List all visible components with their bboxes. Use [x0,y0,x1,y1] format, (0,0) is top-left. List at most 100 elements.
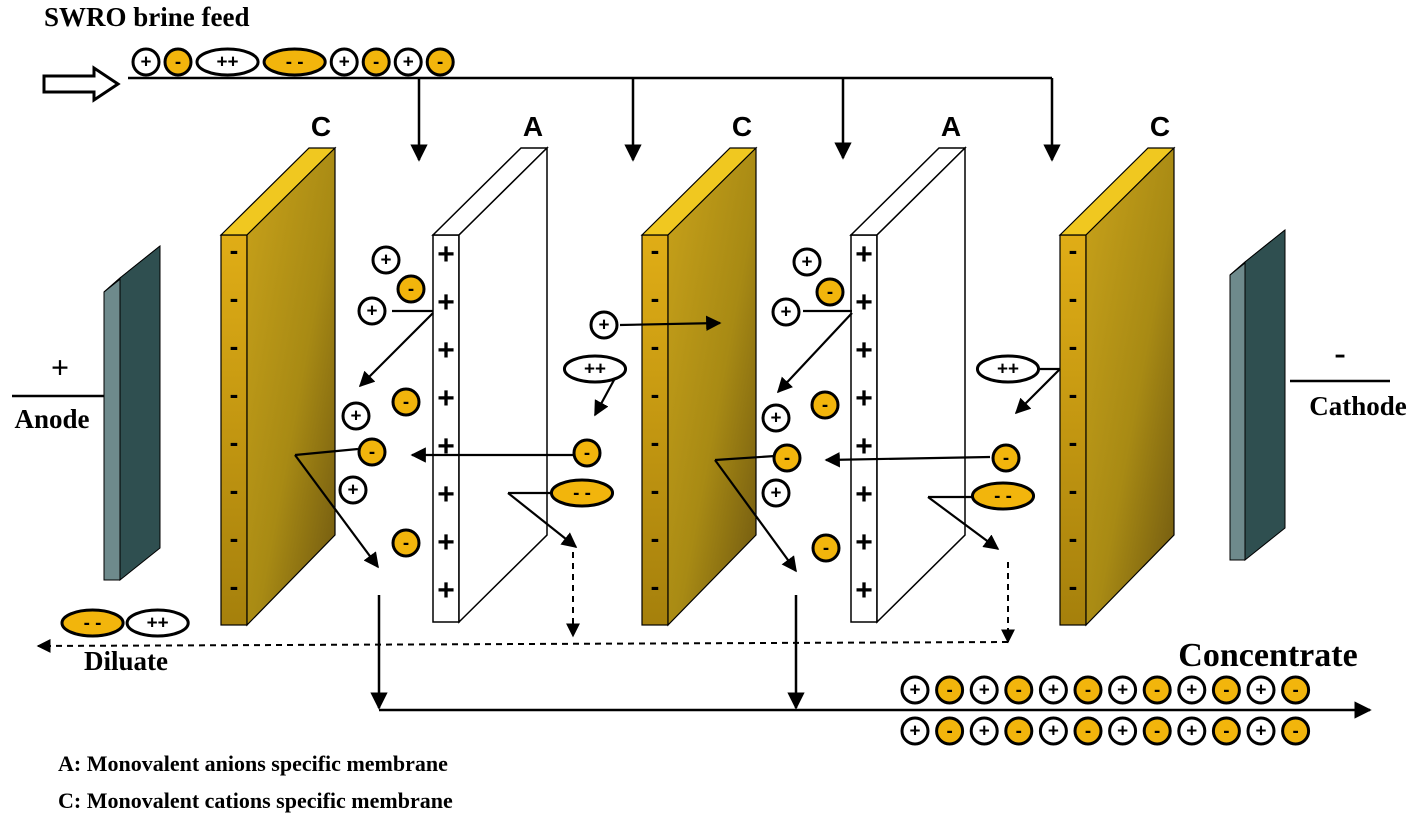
divalent-cation-ion: ++ [975,354,1041,384]
cation-exchange-membrane: -------- [1058,146,1176,627]
membrane-stack: --------C++++++++A--------C++++++++A----… [219,111,1176,627]
cation-ion: + [393,47,423,77]
anion-ion: - [935,716,965,746]
cation-ion: + [761,403,791,433]
svg-text:-: - [946,678,952,699]
membrane-negative-sign: - [230,523,239,553]
cation-ion: + [341,401,371,431]
cation-ion: + [589,310,619,340]
membrane-negative-sign: - [1069,523,1078,553]
membrane-positive-sign: + [437,286,455,319]
svg-text:- -: - - [573,481,591,502]
divalent-cation-ion: ++ [195,47,260,77]
cation-ion: + [131,47,161,77]
membrane-a-label: A [523,111,543,142]
cation-ion: + [329,47,359,77]
svg-text:-: - [403,531,409,552]
anion-ion: - [772,443,802,473]
anion-ion: - [1142,716,1172,746]
cathode-electrode [1229,228,1286,562]
cation-ion: + [1177,675,1207,705]
membrane-negative-sign: - [1069,475,1078,505]
svg-text:+: + [403,50,414,71]
anion-ion: - [163,47,193,77]
membrane-positive-sign: + [437,238,455,271]
membrane-positive-sign: + [855,430,873,463]
legend-cation-membrane: C: Monovalent cations specific membrane [58,788,453,813]
cation-ion: + [900,716,930,746]
svg-text:- -: - - [994,484,1012,505]
anion-ion: - [815,277,845,307]
anion-ion: - [391,528,421,558]
svg-text:+: + [1117,678,1128,699]
anion-ion: - [361,47,391,77]
svg-text:+: + [598,313,609,334]
anion-ion: - [1211,675,1241,705]
divalent-cation-ion: ++ [562,354,628,384]
compartment-ions: +-+-+-+-+++-- -+-+-+-+-++-- - [338,245,1041,563]
svg-text:+: + [366,299,377,320]
svg-text:-: - [1223,719,1229,740]
cation-ion: + [792,247,822,277]
anode-sign: + [51,349,69,385]
cation-ion: + [357,296,387,326]
anion-ion: - [810,390,840,420]
cation-ion: + [1038,716,1068,746]
membrane-positive-sign: + [855,478,873,511]
svg-text:+: + [909,719,920,740]
membrane-positive-sign: + [855,382,873,415]
anion-ion: - [1004,675,1034,705]
svg-text:-: - [403,390,409,411]
cation-ion: + [338,475,368,505]
svg-text:+: + [347,478,358,499]
membrane-negative-sign: - [230,283,239,313]
membrane-a-label: A [941,111,961,142]
cation-ion: + [1108,675,1138,705]
diluate-flow [36,552,1015,653]
anion-ion: - [357,437,387,467]
svg-text:-: - [823,536,829,557]
membrane-positive-sign: + [855,574,873,607]
membrane-negative-sign: - [230,331,239,361]
svg-text:+: + [1186,719,1197,740]
divalent-anion-ion: - - [262,47,327,77]
svg-text:-: - [822,393,828,414]
membrane-positive-sign: + [855,526,873,559]
cation-ion: + [1108,716,1138,746]
cation-ion: + [771,297,801,327]
svg-text:-: - [784,446,790,467]
membrane-negative-sign: - [651,379,660,409]
anion-ion: - [572,438,602,468]
svg-text:- -: - - [84,611,102,632]
cation-ion: + [1246,716,1276,746]
anode-electrode [103,244,161,582]
membrane-negative-sign: - [651,475,660,505]
svg-text:+: + [1048,678,1059,699]
membrane-positive-sign: + [855,286,873,319]
diluate-ions-row: - -++ [60,608,190,638]
cation-ion: + [371,245,401,275]
membrane-positive-sign: + [437,382,455,415]
svg-text:+: + [339,50,350,71]
divalent-anion-ion: - - [60,608,125,638]
membrane-negative-sign: - [230,379,239,409]
anion-exchange-membrane: ++++++++ [431,146,549,624]
cation-ion: + [1038,675,1068,705]
svg-text:++: ++ [584,357,606,378]
membrane-positive-sign: + [437,526,455,559]
membrane-negative-sign: - [230,571,239,601]
svg-text:-: - [1016,719,1022,740]
membrane-negative-sign: - [1069,379,1078,409]
cathode-label: Cathode [1309,391,1407,421]
membrane-negative-sign: - [651,235,660,265]
svg-text:+: + [1255,719,1266,740]
membrane-negative-sign: - [1069,331,1078,361]
svg-text:+: + [979,678,990,699]
anion-ion: - [391,387,421,417]
legend-anion-membrane: A: Monovalent anions specific membrane [58,751,448,776]
cation-ion: + [761,478,791,508]
membrane-positive-sign: + [437,574,455,607]
cation-ion: + [900,675,930,705]
svg-text:-: - [1292,678,1298,699]
svg-text:-: - [1292,719,1298,740]
